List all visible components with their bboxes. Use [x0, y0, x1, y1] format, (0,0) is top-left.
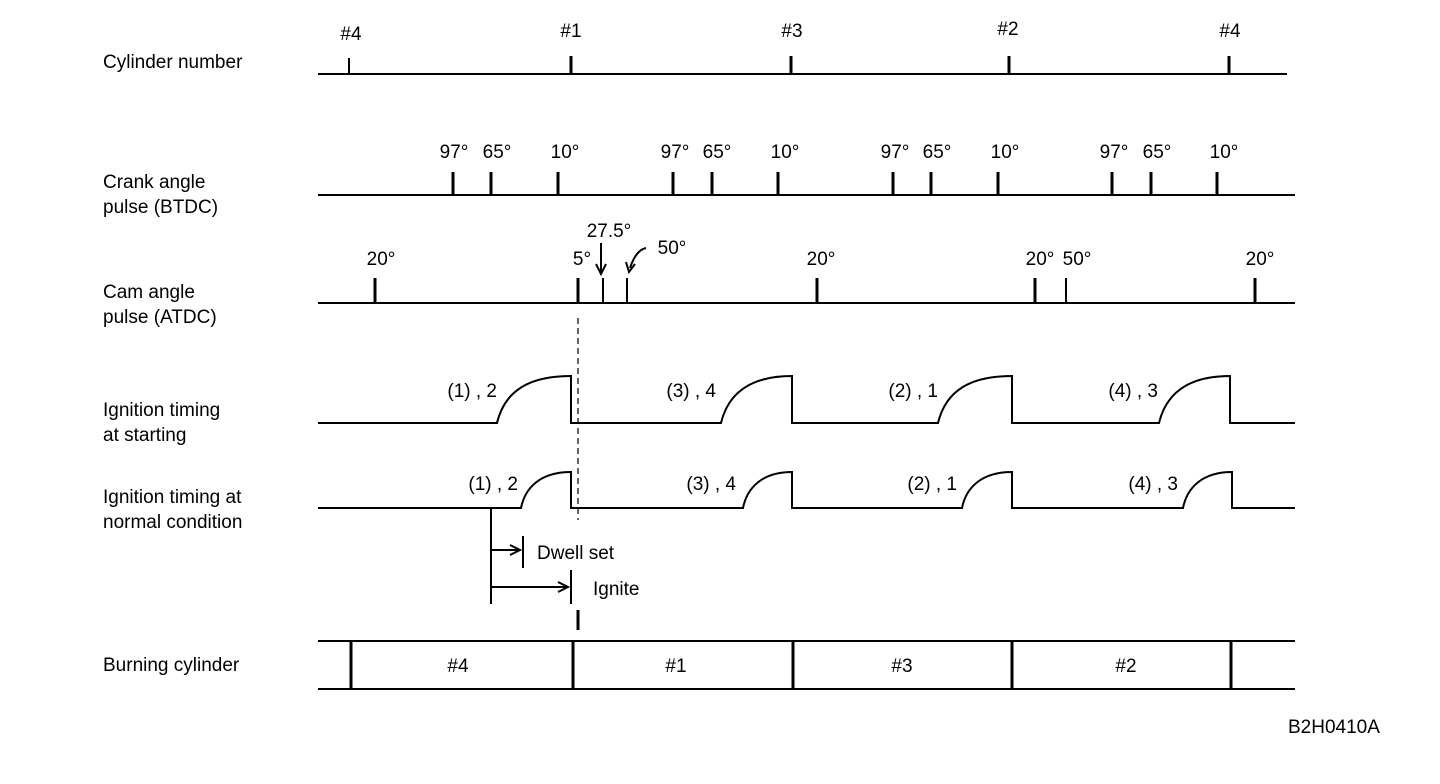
- crank-label: 10°: [551, 142, 580, 163]
- normal-pulse-label: (3) , 4: [686, 474, 736, 495]
- cylinder-mark: #3: [781, 21, 802, 42]
- burning-cell: #1: [665, 656, 686, 677]
- cam-label: 20°: [367, 249, 396, 270]
- label-crank-line2: pulse (BTDC): [103, 197, 218, 218]
- label-normal-line2: normal condition: [103, 512, 242, 533]
- start-pulse-label: (4) , 3: [1108, 381, 1158, 402]
- label-start-line2: at starting: [103, 425, 186, 446]
- cam-label: 50°: [658, 238, 687, 259]
- crank-label: 10°: [1210, 142, 1239, 163]
- figure-reference-code: B2H0410A: [1288, 717, 1380, 738]
- cam-angle-row: 20° 5° 27.5° 50° 20° 20° 50° 20°: [318, 221, 1295, 304]
- crank-angle-row: 97° 65° 10° 97° 65° 10° 97° 65° 10° 97° …: [318, 142, 1295, 196]
- dwell-set-label: Dwell set: [537, 543, 615, 564]
- ignition-starting-row: (1) , 2 (3) , 4 (2) , 1 (4) , 3: [318, 374, 1295, 424]
- normal-pulse-label: (4) , 3: [1128, 474, 1178, 495]
- crank-label: 97°: [881, 142, 910, 163]
- cam-label: 5°: [573, 249, 591, 270]
- crank-label: 65°: [483, 142, 512, 163]
- label-crank-line1: Crank angle: [103, 172, 205, 193]
- label-cylinder-number: Cylinder number: [103, 52, 243, 73]
- crank-label: 10°: [771, 142, 800, 163]
- cam-label: 20°: [807, 249, 836, 270]
- burning-cell: #4: [447, 656, 469, 677]
- cam-label: 50°: [1063, 249, 1092, 270]
- burning-cell: #3: [891, 656, 912, 677]
- crank-label: 65°: [923, 142, 952, 163]
- crank-label: 65°: [703, 142, 732, 163]
- burning-cell: #2: [1115, 656, 1136, 677]
- burning-cylinder-row: #4 #1 #3 #2: [318, 640, 1295, 690]
- crank-label: 97°: [440, 142, 469, 163]
- label-normal-line1: Ignition timing at: [103, 487, 242, 508]
- dwell-ignite-annotation: Dwell set Ignite: [490, 508, 639, 630]
- start-pulse-label: (1) , 2: [447, 381, 497, 402]
- cylinder-mark: #2: [997, 19, 1018, 40]
- crank-label: 10°: [991, 142, 1020, 163]
- normal-pulse-label: (2) , 1: [907, 474, 957, 495]
- ignite-label: Ignite: [593, 579, 639, 600]
- cylinder-mark: #4: [340, 24, 362, 45]
- cylinder-mark: #1: [560, 21, 581, 42]
- ignition-normal-row: (1) , 2 (3) , 4 (2) , 1 (4) , 3: [318, 470, 1295, 509]
- crank-label: 65°: [1143, 142, 1172, 163]
- crank-label: 97°: [661, 142, 690, 163]
- normal-pulse-label: (1) , 2: [468, 474, 518, 495]
- start-pulse-label: (3) , 4: [666, 381, 716, 402]
- label-cam-line2: pulse (ATDC): [103, 307, 217, 328]
- cam-label: 27.5°: [587, 221, 632, 242]
- cylinder-number-row: #4 #1 #3 #2 #4: [318, 19, 1287, 75]
- cylinder-mark: #4: [1219, 21, 1241, 42]
- crank-label: 97°: [1100, 142, 1129, 163]
- cam-label: 20°: [1246, 249, 1275, 270]
- start-pulse-label: (2) , 1: [888, 381, 938, 402]
- cam-label: 20°: [1026, 249, 1055, 270]
- label-start-line1: Ignition timing: [103, 400, 220, 421]
- label-cam-line1: Cam angle: [103, 282, 195, 303]
- label-burning-cylinder: Burning cylinder: [103, 655, 240, 676]
